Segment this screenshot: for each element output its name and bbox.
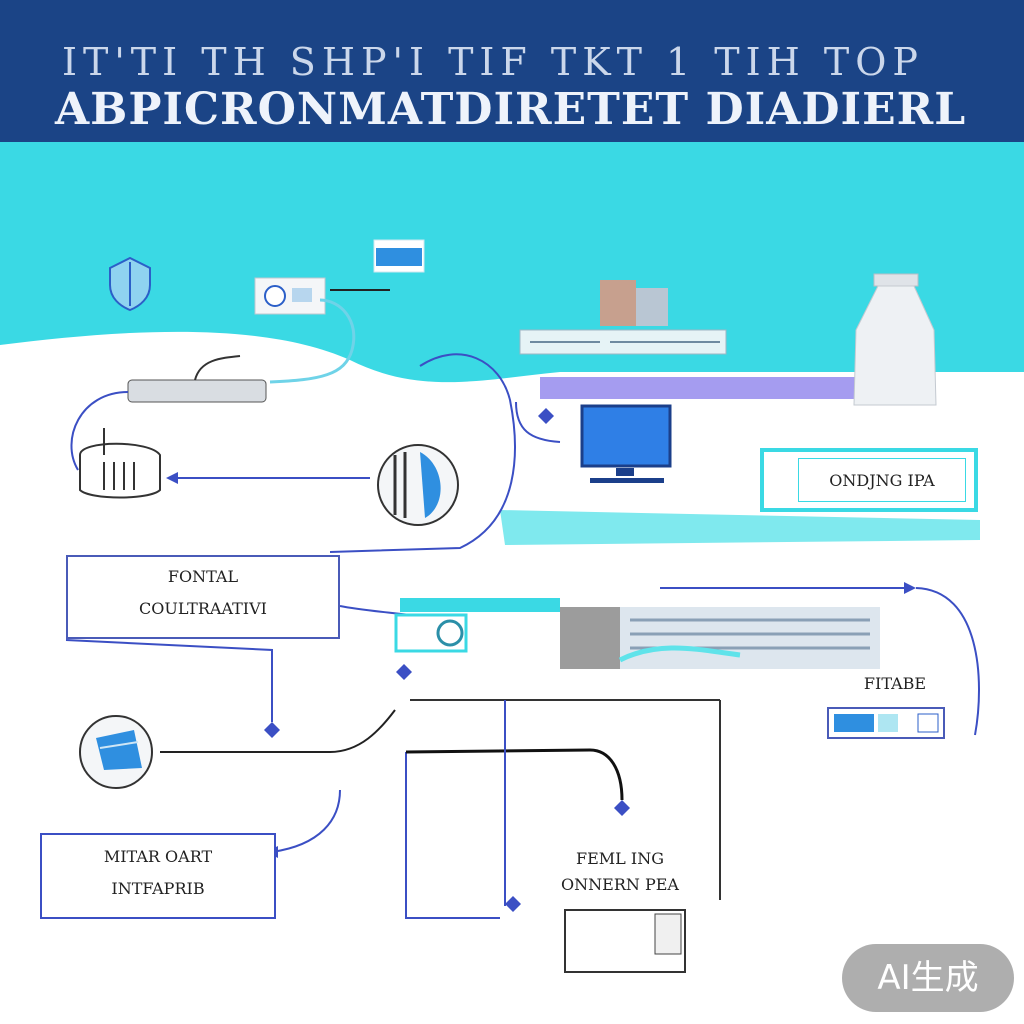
connector-top (269, 298, 356, 384)
fan-icon (79, 715, 153, 789)
coultratiy-label: COULTRAATIVI (139, 599, 267, 618)
mitar-oart-label: MITAR OART (103, 847, 213, 866)
tank-icon (853, 273, 937, 406)
diamond-marker-5 (505, 896, 521, 912)
printer-icon (564, 909, 686, 973)
lavender-bar (540, 377, 860, 399)
cyan-stripe-mid (400, 598, 560, 612)
intfapri-label: INTFAPRIB (111, 879, 205, 898)
server-rack-icon (519, 280, 727, 355)
mitar-box (40, 833, 276, 919)
onding-ipa-inner (798, 458, 966, 502)
connector-loop (329, 353, 516, 553)
title-line-2: ABPICRONMATDIRETET DIADIERL (55, 84, 967, 135)
onnern-pa-label: ONNERN PEA (561, 875, 679, 894)
connector-right-loop (915, 587, 980, 736)
connector-monitor (515, 401, 561, 443)
monitor-icon (580, 404, 672, 483)
title-line-1: IT'TI TH SHP'I TIF TKT 1 TIH TOP (62, 40, 924, 84)
ai-generated-badge: AI生成 (842, 944, 1014, 1012)
connector-down-left (65, 639, 273, 722)
fontal-label: FONTAL (167, 567, 239, 586)
fitabe-panel (827, 707, 945, 739)
machine-icon (394, 613, 468, 653)
connector-lower (160, 709, 396, 753)
connector-left-loop (70, 391, 129, 471)
diamond-marker-2 (264, 722, 280, 738)
shield-icon (109, 256, 151, 312)
bracket-lower-left (405, 752, 500, 919)
lens-icon (377, 444, 459, 526)
diamond-marker-1 (538, 408, 554, 424)
feml-ing-label: FEML ING (576, 849, 664, 868)
diamond-marker-4 (614, 800, 630, 816)
camera-device-icon (254, 277, 326, 315)
card-icon (373, 239, 425, 273)
diamond-marker-3 (396, 664, 412, 680)
connector-left-lower (271, 789, 341, 853)
fontal-box (66, 555, 340, 639)
header-banner: IT'TI TH SHP'I TIF TKT 1 TIH TOP ABPICRO… (0, 0, 1024, 142)
connector-curve (405, 748, 624, 801)
white-wave (0, 331, 1024, 442)
onding-ipa-label: ONDJNG IPA (829, 471, 935, 490)
router-icon (79, 428, 161, 499)
fitabe-label: FITABE (863, 674, 927, 693)
cyan-strip-right (500, 510, 980, 545)
control-panel-icon (560, 607, 880, 669)
